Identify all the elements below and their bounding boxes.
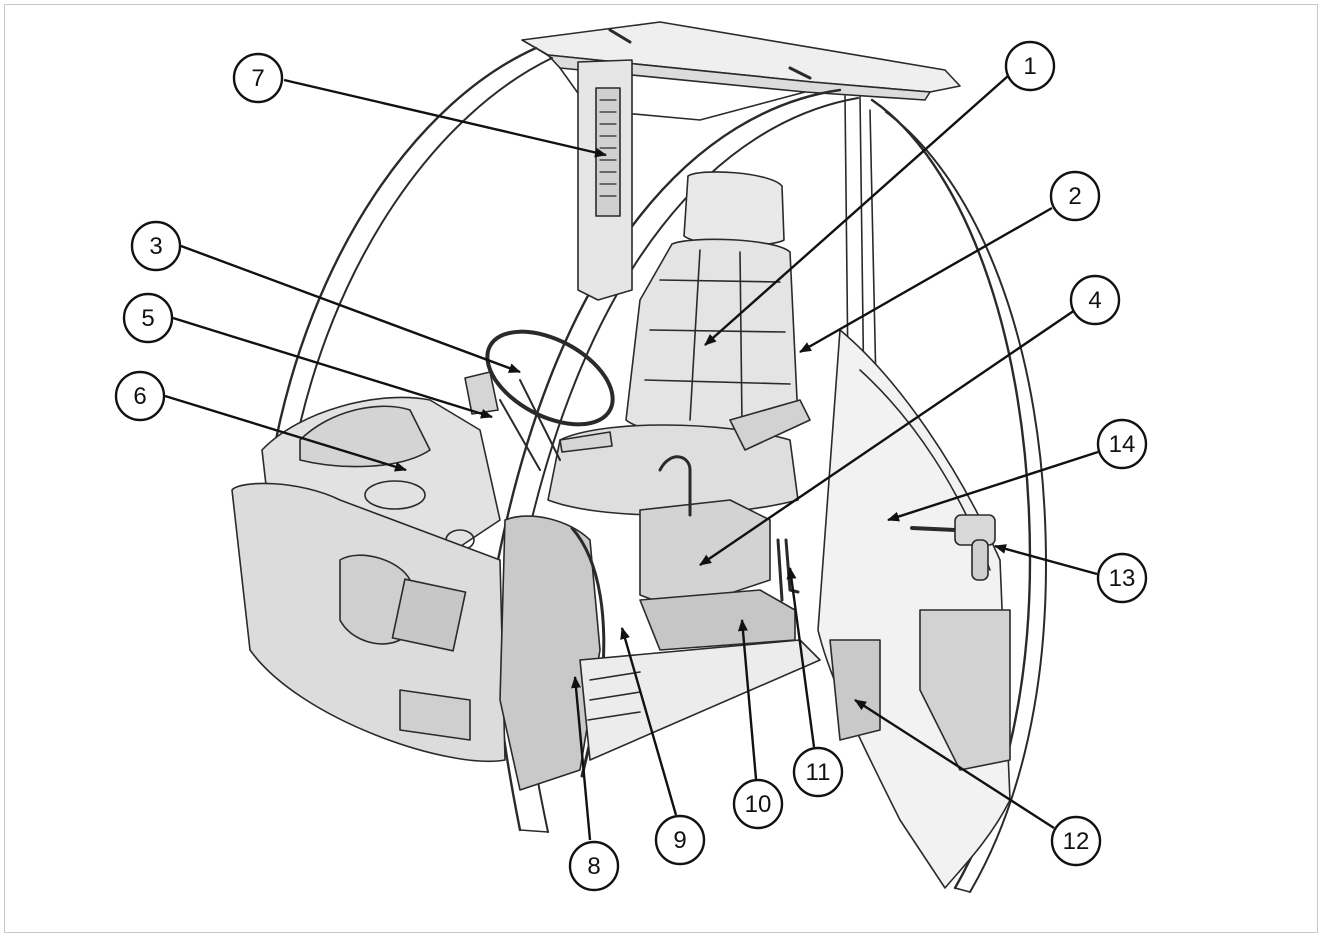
callout-circle-13 [1096, 552, 1148, 604]
callout-7: 7 [232, 52, 607, 158]
callout-number-5: 5 [141, 305, 154, 332]
callout-circle-2 [1049, 170, 1101, 222]
steering-wheel [465, 313, 628, 470]
rear-handrail [778, 540, 798, 600]
callout-circle-4 [1069, 274, 1121, 326]
callout-6: 6 [114, 370, 407, 472]
callout-8: 8 [568, 676, 620, 892]
leader-line-11 [786, 567, 816, 748]
leader-line-1 [704, 75, 1009, 346]
callout-11: 11 [786, 567, 844, 798]
cab-roof [522, 22, 960, 120]
callout-number-4: 4 [1088, 287, 1101, 314]
leader-line-4 [699, 309, 1076, 566]
callout-number-9: 9 [673, 827, 686, 854]
door-latch-mechanism [912, 515, 995, 580]
callout-circle-14 [1096, 418, 1148, 470]
callout-number-3: 3 [149, 233, 162, 260]
callout-circle-11 [792, 746, 844, 798]
leader-line-2 [799, 206, 1053, 354]
cab-floor [580, 640, 820, 760]
callout-5: 5 [122, 292, 493, 419]
callout-number-12: 12 [1063, 828, 1090, 855]
callout-number-7: 7 [251, 65, 264, 92]
callout-circle-1 [1004, 40, 1056, 92]
leader-line-6 [164, 394, 407, 472]
callout-circle-6 [114, 370, 166, 422]
callout-number-10: 10 [745, 791, 772, 818]
callout-number-14: 14 [1109, 431, 1136, 458]
callout-3: 3 [130, 220, 521, 374]
leader-line-8 [571, 676, 592, 841]
rear-pillar [578, 60, 632, 300]
callout-circle-10 [732, 778, 784, 830]
leader-line-12 [854, 698, 1055, 830]
callout-circle-8 [568, 840, 620, 892]
leader-line-3 [180, 244, 521, 374]
callout-circle-5 [122, 292, 174, 344]
cab-illustration [232, 22, 1046, 892]
callout-4: 4 [699, 274, 1121, 566]
leader-line-14 [887, 450, 1099, 522]
callout-number-2: 2 [1068, 183, 1081, 210]
leader-line-7 [283, 78, 607, 158]
callout-number-1: 1 [1023, 53, 1036, 80]
leader-line-13 [994, 544, 1098, 576]
callout-1: 1 [704, 40, 1056, 346]
callout-9: 9 [620, 627, 706, 866]
callout-10: 10 [732, 619, 784, 830]
callout-circle-12 [1050, 815, 1102, 867]
callout-circle-3 [130, 220, 182, 272]
callout-2: 2 [799, 170, 1101, 354]
callout-14: 14 [887, 418, 1148, 522]
callout-circle-9 [654, 814, 706, 866]
leader-line-5 [172, 316, 493, 419]
callout-circle-7 [232, 52, 284, 104]
callout-number-8: 8 [587, 853, 600, 880]
operator-seat [548, 172, 810, 515]
callout-number-11: 11 [806, 759, 831, 786]
callout-13: 13 [994, 544, 1148, 604]
callout-number-6: 6 [133, 383, 146, 410]
front-door-panel [500, 516, 604, 790]
leader-line-9 [620, 627, 678, 816]
callout-number-13: 13 [1109, 565, 1136, 592]
callout-12: 12 [854, 698, 1102, 867]
front-body-panel [232, 483, 505, 761]
leader-line-10 [737, 619, 758, 780]
right-door [818, 330, 1010, 888]
